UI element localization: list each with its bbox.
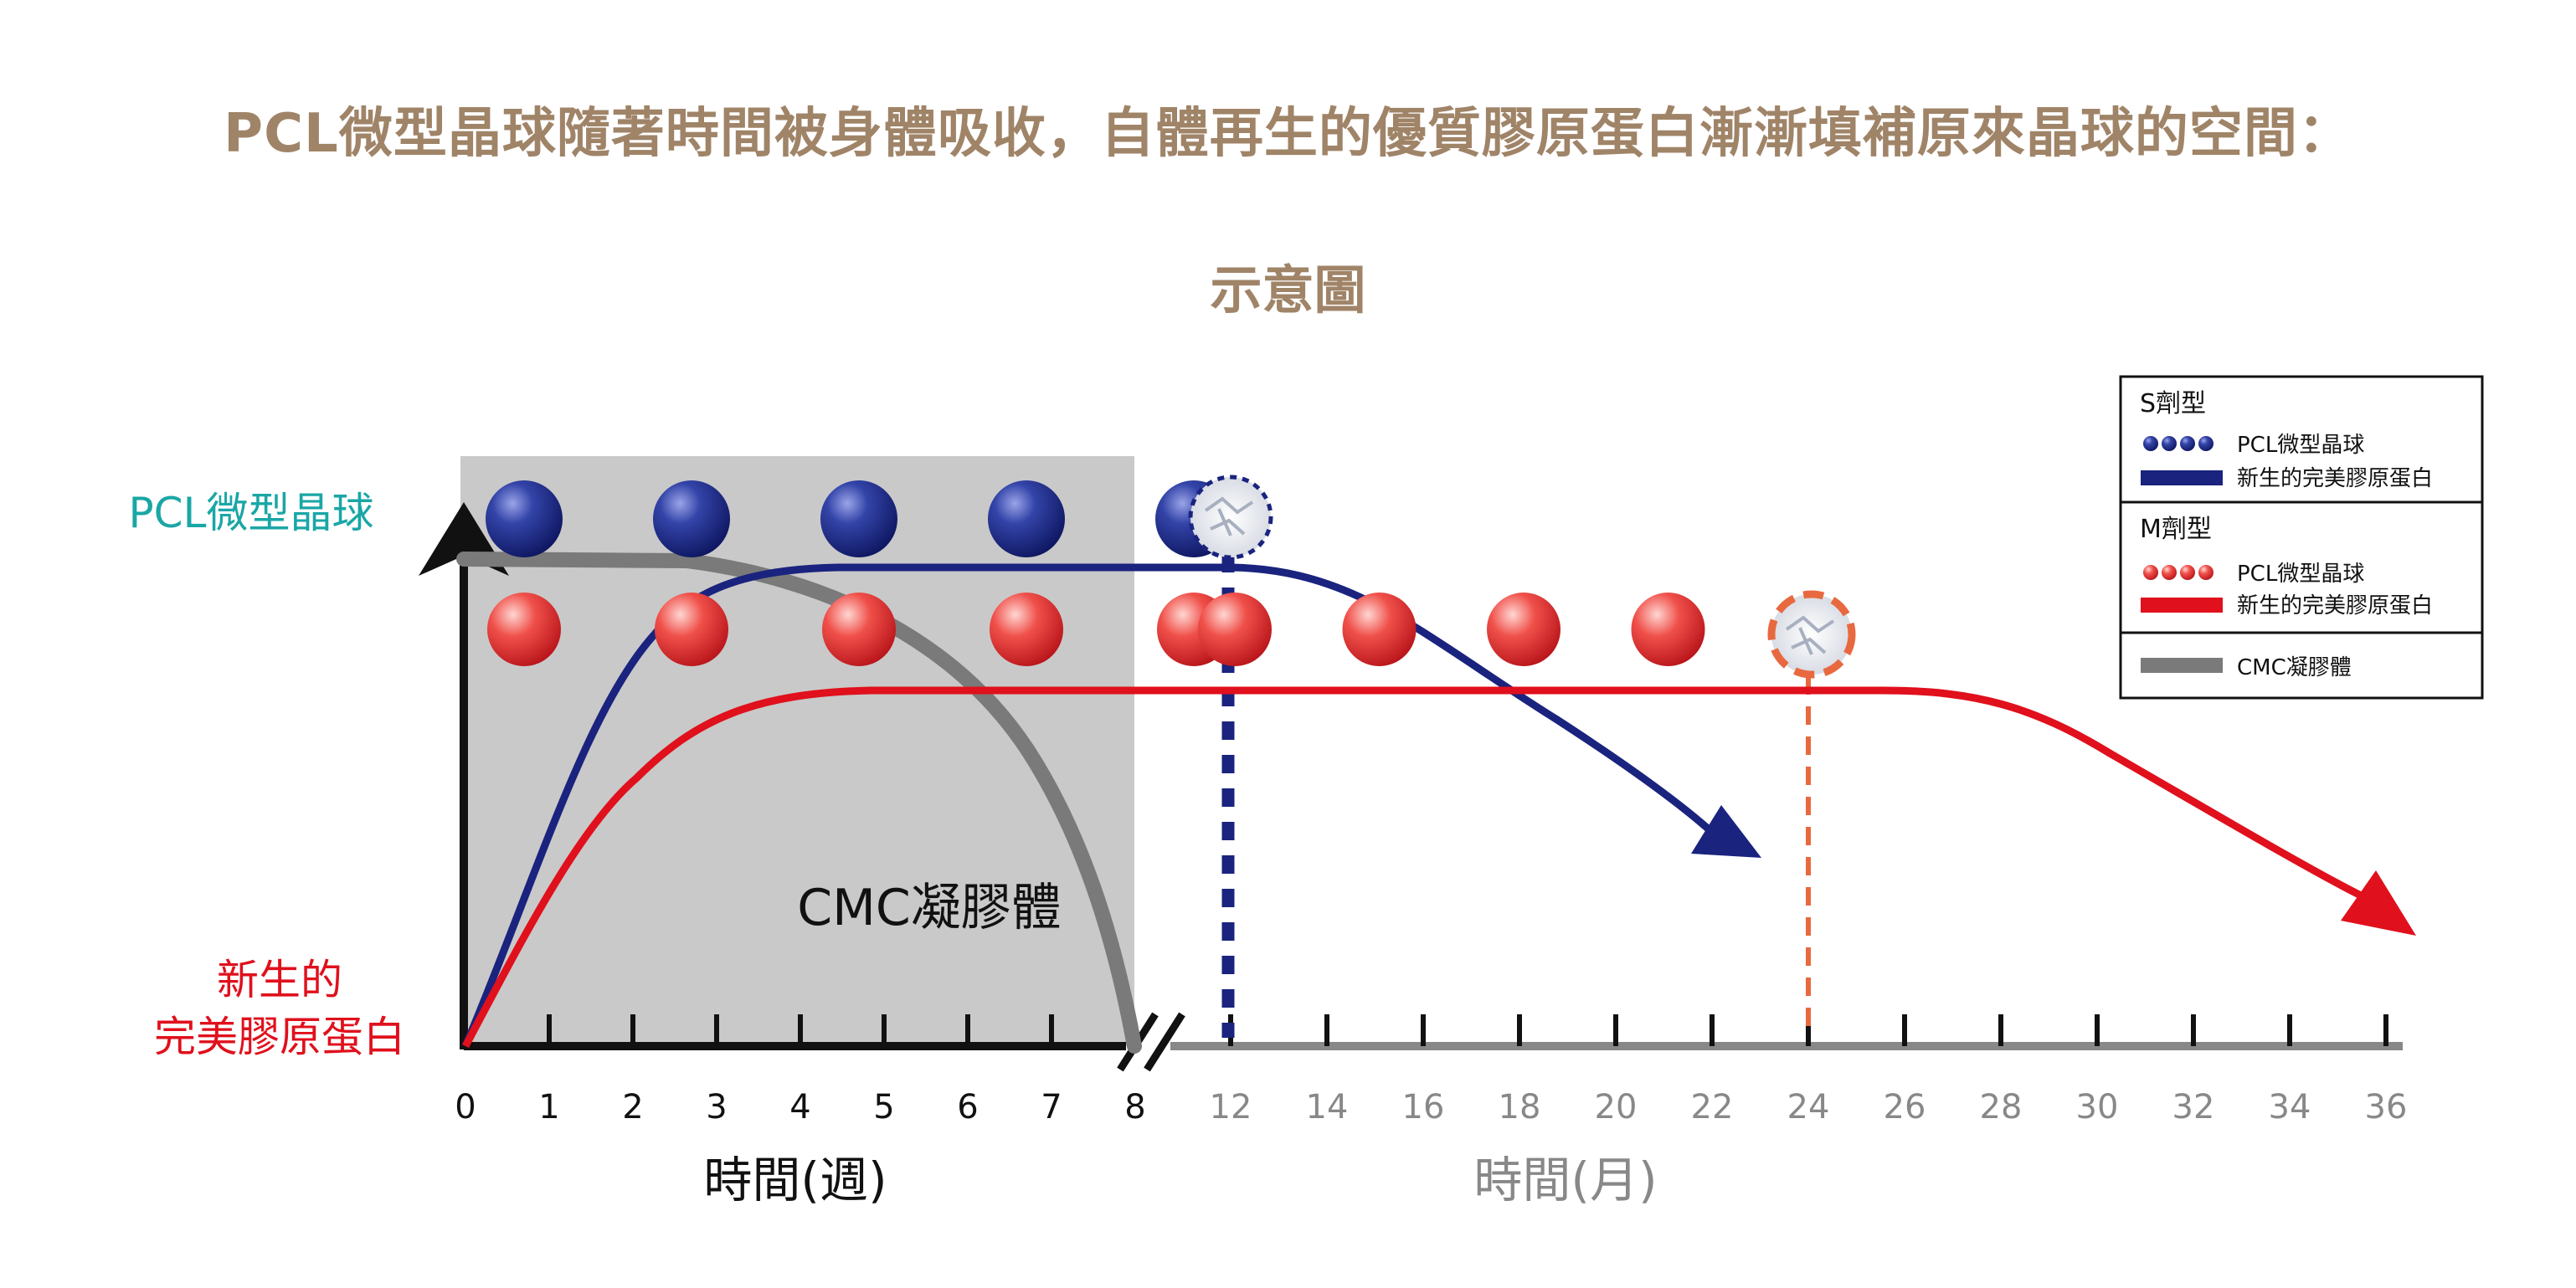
- x-tick-label-week-6: 6: [957, 1088, 978, 1126]
- legend-s-dots-label: PCL微型晶球: [2237, 433, 2364, 458]
- y-label-collagen-line1: 新生的: [217, 956, 342, 1004]
- x-tick-label-month-28: 28: [1980, 1088, 2023, 1126]
- x-tick-label-month-34: 34: [2269, 1088, 2311, 1126]
- x-tick-label-month-20: 20: [1595, 1088, 1638, 1126]
- legend-cmc-label: CMC凝膠體: [2237, 655, 2352, 680]
- chart-subtitle: 示意圖: [1210, 259, 1366, 321]
- x-tick-label-week-5: 5: [873, 1088, 894, 1126]
- legend-m-dots: [2143, 565, 2214, 580]
- legend: S劑型 PCL微型晶球 新生的完美膠原蛋白 M劑型 PCL微型晶球 新生的完美膠…: [2119, 375, 2484, 700]
- legend-s-title: S劑型: [2140, 389, 2206, 418]
- m-collagen-curve: [462, 686, 2363, 1049]
- m-microsphere-0: [487, 593, 561, 666]
- x-tick-label-month-24: 24: [1787, 1088, 1830, 1126]
- s-microsphere-3: [988, 480, 1065, 557]
- legend-s-line-label: 新生的完美膠原蛋白: [2237, 466, 2433, 491]
- cmc-region-label: CMC凝膠體: [797, 879, 1062, 937]
- m-microsphere-5: [1198, 593, 1272, 666]
- x-tick-label-week-8: 8: [1124, 1088, 1145, 1126]
- x-tick-label-month-18: 18: [1499, 1088, 1541, 1126]
- m-microsphere-7: [1487, 593, 1561, 666]
- legend-m-title: M劑型: [2140, 515, 2212, 544]
- s-collagen-arrowhead: [1691, 805, 1761, 858]
- m-microsphere-6: [1342, 593, 1417, 666]
- legend-m-line: [2141, 598, 2223, 613]
- cmc-gel-curve: [456, 552, 1142, 1054]
- x-tick-label-month-14: 14: [1306, 1088, 1349, 1126]
- legend-s-dots: [2143, 436, 2214, 451]
- s-microsphere-2: [820, 480, 897, 557]
- legend-cmc-line: [2141, 658, 2223, 673]
- s-microsphere-1: [653, 480, 730, 557]
- chart-title: PCL微型晶球隨著時間被身體吸收，自體再生的優質膠原蛋白漸漸填補原來晶球的空間：: [224, 103, 2352, 165]
- legend-s-line: [2141, 470, 2223, 485]
- x-tick-label-week-3: 3: [706, 1088, 727, 1126]
- x-tick-label-week-4: 4: [789, 1088, 810, 1126]
- m-collagen-arrowhead: [2341, 870, 2416, 936]
- x-tick-label-month-32: 32: [2172, 1088, 2215, 1126]
- x-label-weeks: 時間(週): [703, 1152, 887, 1208]
- x-label-months: 時間(月): [1473, 1152, 1657, 1208]
- s-collagen-curve: [461, 563, 1710, 1048]
- x-tick-label-month-12: 12: [1210, 1088, 1252, 1126]
- m-absorbed-microsphere: [1767, 590, 1856, 679]
- m-microsphere-1: [655, 593, 728, 666]
- y-label-microspheres: PCL微型晶球: [129, 489, 374, 537]
- s-microsphere-0: [486, 480, 563, 557]
- y-label-collagen-line2: 完美膠原蛋白: [154, 1013, 405, 1061]
- m-microsphere-3: [990, 593, 1063, 666]
- m-microsphere-2: [822, 593, 896, 666]
- x-tick-label-week-1: 1: [538, 1088, 559, 1126]
- x-tick-label-month-16: 16: [1402, 1088, 1445, 1126]
- x-tick-label-month-30: 30: [2076, 1088, 2119, 1126]
- x-tick-label-month-36: 36: [2365, 1088, 2408, 1126]
- x-tick-label-week-2: 2: [622, 1088, 643, 1126]
- m-microsphere-8: [1631, 593, 1705, 666]
- legend-m-line-label: 新生的完美膠原蛋白: [2237, 593, 2433, 618]
- legend-m-dots-label: PCL微型晶球: [2237, 562, 2364, 587]
- x-tick-label-month-22: 22: [1691, 1088, 1734, 1126]
- x-tick-label-week-7: 7: [1041, 1088, 1062, 1126]
- x-tick-label-week-0: 0: [455, 1088, 476, 1126]
- axis-break-mark: [1144, 1012, 1185, 1072]
- s-absorbed-microsphere: [1188, 475, 1273, 560]
- x-tick-label-month-26: 26: [1884, 1088, 1926, 1126]
